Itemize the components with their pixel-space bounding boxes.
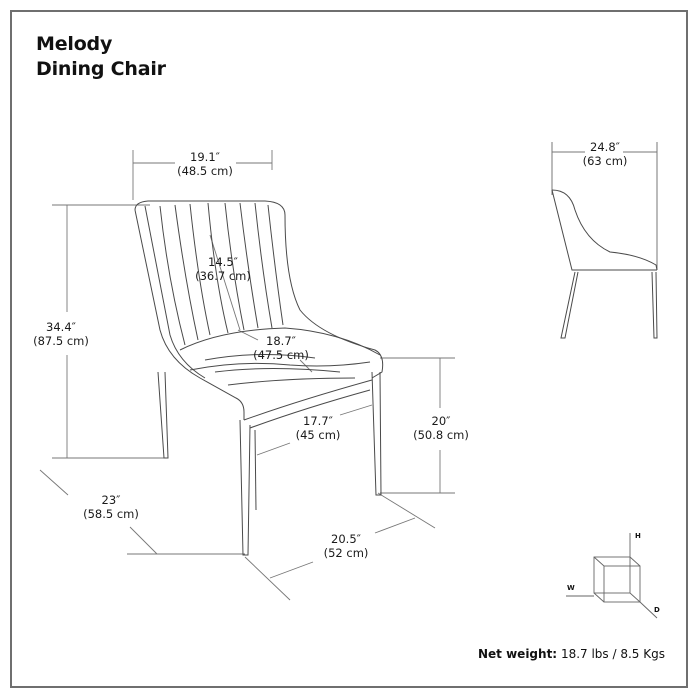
axis-label-width: W [567,584,575,592]
dim-seat-height-in: 20″ [431,414,451,428]
dim-seat-height-cm: (50.8 cm) [413,428,469,442]
dim-width-cm: (48.5 cm) [177,164,233,178]
net-weight: Net weight: 18.7 lbs / 8.5 Kgs [478,647,665,661]
diagram-frame [10,10,688,688]
dim-backrest-height-cm: (36.7 cm) [195,269,251,283]
dim-backrest-height-in: 14.5″ [208,255,238,269]
net-weight-value: 18.7 lbs / 8.5 Kgs [560,647,665,661]
axes-legend-cube [566,533,658,619]
dim-seat-depth-in: 18.7″ [266,334,296,348]
dim-seat-width: 17.7″ (45 cm) [290,414,346,442]
dim-width: 19.1″ (48.5 cm) [174,150,236,178]
product-title: Melody Dining Chair [36,32,166,82]
dim-overall-depth-in: 23″ [101,493,121,507]
dim-seat-depth: 18.7″ (47.5 cm) [246,334,316,362]
dim-total-height: 34.4″ (87.5 cm) [26,320,96,348]
chair-side-view [551,142,658,339]
dim-seat-height: 20″ (50.8 cm) [410,414,472,442]
product-name: Melody [36,33,113,55]
dim-leg-span: 20.5″ (52 cm) [318,532,374,560]
dim-backrest-height: 14.5″ (36.7 cm) [188,255,258,283]
dim-seat-width-in: 17.7″ [303,414,333,428]
dim-seat-width-cm: (45 cm) [295,428,341,442]
product-type: Dining Chair [36,58,166,80]
dim-overall-depth: 23″ (58.5 cm) [78,493,144,521]
dim-leg-span-in: 20.5″ [331,532,361,546]
dim-total-height-in: 34.4″ [46,320,76,334]
dim-side-depth-cm: (63 cm) [582,154,628,168]
axis-label-depth: D [654,606,660,614]
dim-width-in: 19.1″ [190,150,220,164]
axis-label-height: H [635,532,641,540]
dimension-lines [39,150,455,601]
dim-side-depth-in: 24.8″ [590,140,620,154]
dim-side-depth: 24.8″ (63 cm) [575,140,635,168]
dim-seat-depth-cm: (47.5 cm) [253,348,309,362]
chair-front-view [134,200,384,556]
dim-overall-depth-cm: (58.5 cm) [83,507,139,521]
dim-total-height-cm: (87.5 cm) [33,334,89,348]
dim-leg-span-cm: (52 cm) [323,546,369,560]
net-weight-label: Net weight: [478,647,558,661]
